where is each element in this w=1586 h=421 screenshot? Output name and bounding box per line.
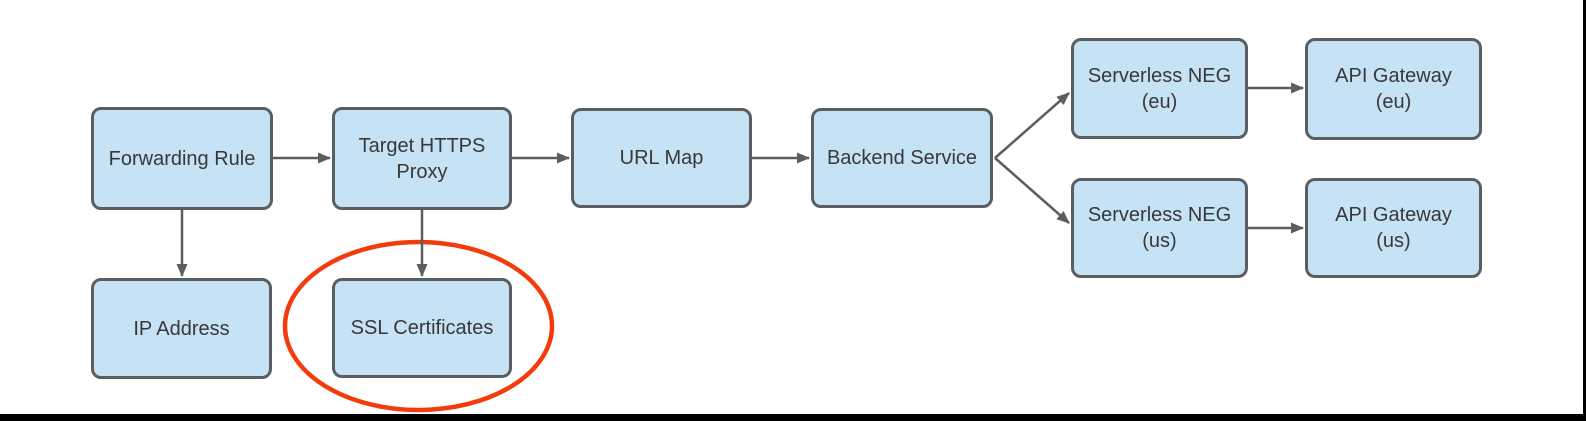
node-label: Serverless NEG (us): [1087, 204, 1232, 252]
node-api-gateway-eu: API Gateway (eu): [1305, 38, 1482, 140]
node-label: API Gateway (eu): [1335, 65, 1452, 113]
node-label: API Gateway (us): [1335, 204, 1452, 252]
node-label: Target HTTPS Proxy: [358, 134, 486, 183]
node-label: Forwarding Rule: [108, 147, 256, 170]
node-serverless-neg-us: Serverless NEG (us): [1071, 178, 1248, 278]
node-ssl-certificates: SSL Certificates: [332, 278, 512, 378]
node-ip-address: IP Address: [91, 278, 272, 379]
screen-edge-bottom: [0, 414, 1586, 421]
node-url-map: URL Map: [571, 108, 752, 208]
node-label: SSL Certificates: [350, 317, 494, 339]
ssl-highlight-ellipse: [282, 239, 555, 413]
screen-edge-right: [1583, 0, 1586, 421]
node-label: IP Address: [133, 317, 230, 340]
node-api-gateway-us: API Gateway (us): [1305, 178, 1482, 278]
node-backend-service: Backend Service: [811, 108, 993, 208]
node-forwarding-rule: Forwarding Rule: [91, 107, 273, 210]
node-serverless-neg-eu: Serverless NEG (eu): [1071, 38, 1248, 139]
node-label: Serverless NEG (eu): [1087, 64, 1232, 113]
edge-backend-service-to-serverless-neg-us: [994, 157, 1070, 224]
edge-backend-service-to-serverless-neg-eu: [994, 92, 1070, 159]
node-label: Backend Service: [826, 147, 978, 169]
node-label: URL Map: [619, 147, 704, 169]
node-target-https-proxy: Target HTTPS Proxy: [332, 107, 512, 210]
